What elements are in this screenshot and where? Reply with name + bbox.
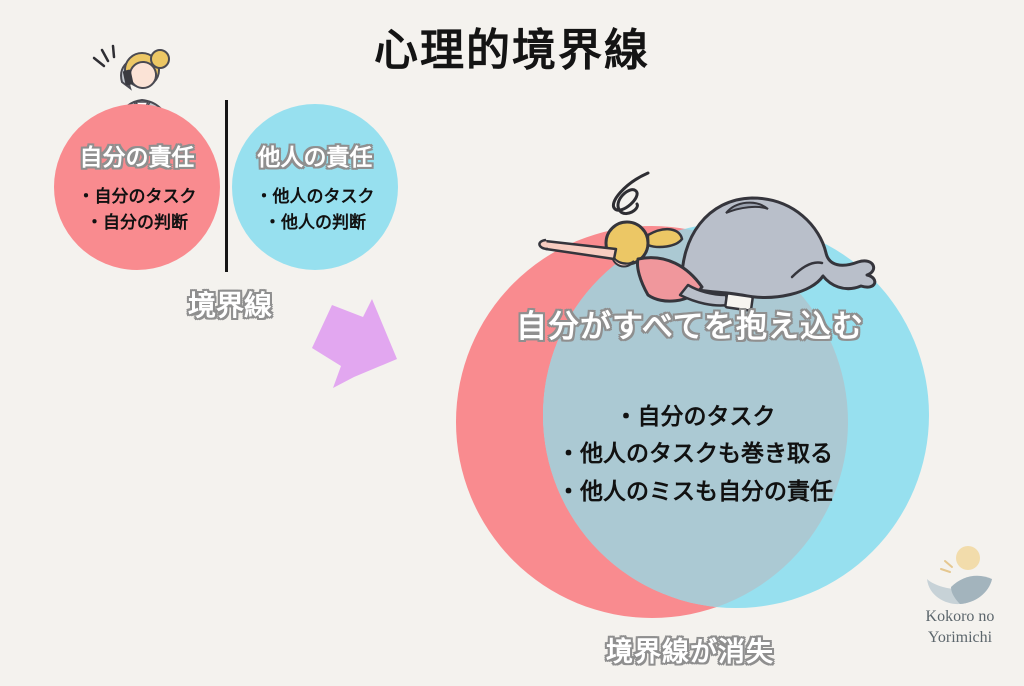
boundary-lost-label: 境界線が消失 bbox=[606, 637, 774, 667]
after-item: ・他人のタスクも巻き取る bbox=[557, 440, 833, 467]
other-circle-heading: 他人の責任 bbox=[257, 143, 373, 170]
logo-sun-waves-icon bbox=[927, 546, 992, 605]
self-circle-item: ・自分のタスク bbox=[77, 186, 197, 206]
other-circle-item: ・他人の判断 bbox=[264, 213, 366, 232]
boundary-divider-line bbox=[225, 100, 228, 272]
other-responsibility-circle: 他人の責任 ・他人のタスク ・他人の判断 bbox=[232, 104, 398, 270]
merged-responsibility-venn bbox=[440, 212, 940, 624]
after-item: ・自分のタスク bbox=[614, 403, 776, 429]
boundary-label: 境界線 bbox=[187, 290, 272, 321]
after-heading: 自分がすべてを抱え込む bbox=[516, 309, 864, 344]
self-circle-heading: 自分の責任 bbox=[79, 143, 195, 170]
page-title: 心理的境界線 bbox=[374, 26, 650, 75]
self-circle-item: ・自分の判断 bbox=[86, 213, 188, 232]
logo-text-line2: Yorimichi bbox=[927, 629, 993, 647]
after-items-list: ・自分のタスク ・他人のタスクも巻き取る ・他人のミスも自分の責任 bbox=[470, 398, 920, 510]
other-circle-item: ・他人のタスク bbox=[255, 186, 375, 206]
exhausted-carrying-illustration bbox=[530, 165, 910, 317]
brand-logo: Kokoro no Yorimichi bbox=[905, 543, 1015, 647]
transition-arrow-icon bbox=[310, 296, 410, 391]
self-responsibility-circle: 自分の責任 ・自分のタスク ・自分の判断 bbox=[54, 104, 220, 270]
logo-text-line1: Kokoro no bbox=[925, 608, 995, 625]
after-item: ・他人のミスも自分の責任 bbox=[557, 477, 833, 504]
